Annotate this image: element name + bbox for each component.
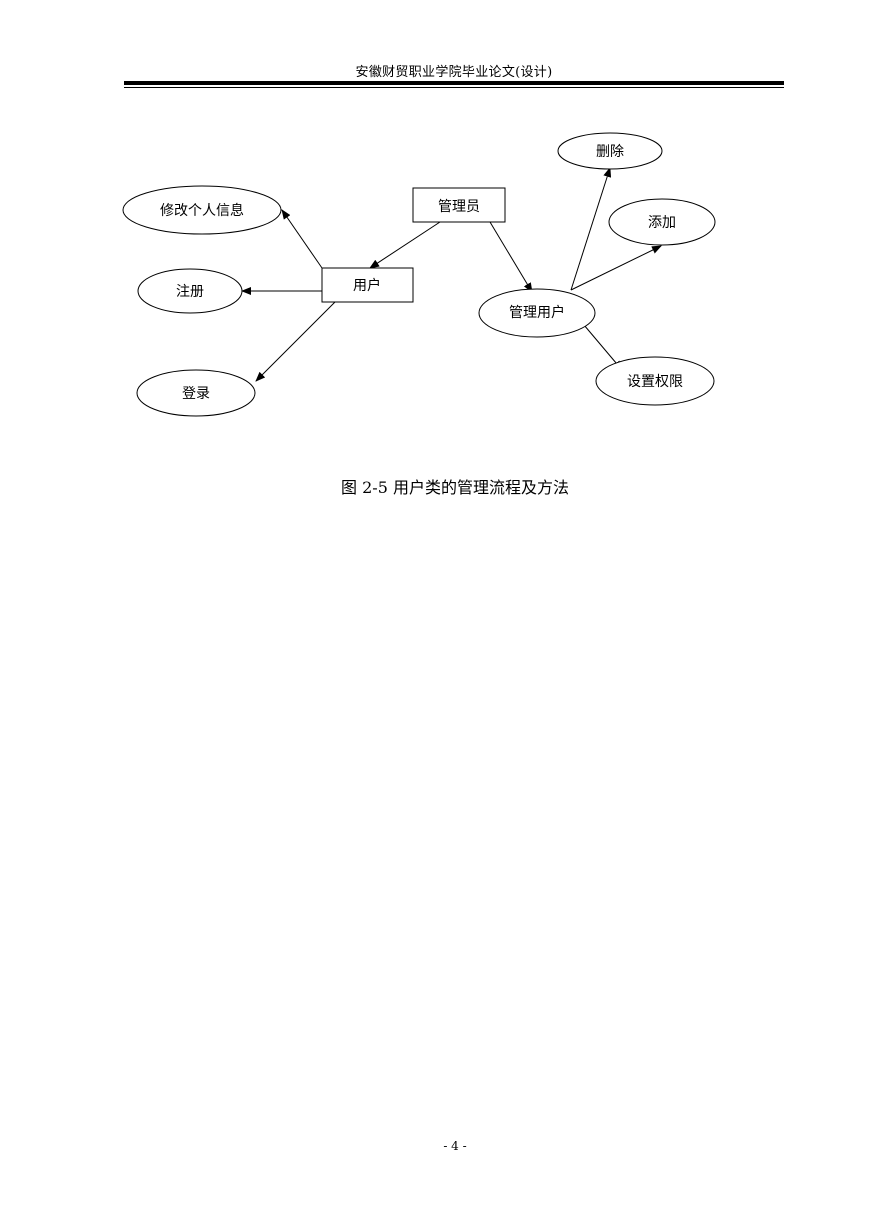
user-management-diagram: 管理员 用户 修改个人信息 注册 登录 管理用户 删除 添加 设置权限 [122, 132, 716, 417]
header-rule-thin [124, 87, 784, 88]
node-register: 注册 [137, 268, 243, 314]
page-header: 安徽财贸职业学院毕业论文(设计) [355, 65, 553, 80]
node-delete-label: 删除 [596, 144, 624, 160]
edge-manage-user-to-set-permission [583, 324, 623, 371]
diagram-edges [241, 167, 662, 382]
node-set-permission: 设置权限 [595, 356, 715, 406]
node-admin: 管理员 [412, 187, 506, 223]
edge-manage-user-to-add [570, 245, 662, 291]
node-delete: 删除 [557, 132, 663, 170]
node-set-permission-label: 设置权限 [627, 374, 683, 390]
edge-admin-to-manage-user [489, 221, 533, 293]
node-edit-profile-label: 修改个人信息 [160, 202, 244, 219]
header-rule-thick [124, 81, 784, 85]
page-number: - 4 - [443, 1139, 467, 1153]
node-login-label: 登录 [182, 386, 210, 402]
node-manage-user-label: 管理用户 [509, 304, 565, 321]
node-register-label: 注册 [176, 284, 204, 300]
node-manage-user: 管理用户 [478, 288, 596, 338]
node-admin-label: 管理员 [438, 199, 480, 215]
node-login: 登录 [136, 369, 256, 417]
node-edit-profile: 修改个人信息 [122, 185, 282, 235]
edge-admin-to-user [369, 221, 441, 269]
node-user: 用户 [321, 267, 414, 303]
edge-user-to-edit-profile [281, 209, 323, 269]
edge-user-to-login [255, 301, 336, 382]
figure-caption: 图 2-5 用户类的管理流程及方法 [341, 478, 569, 497]
node-add: 添加 [608, 198, 716, 246]
edge-manage-user-to-delete [570, 167, 612, 291]
node-user-label: 用户 [353, 277, 381, 294]
node-add-label: 添加 [648, 215, 676, 231]
